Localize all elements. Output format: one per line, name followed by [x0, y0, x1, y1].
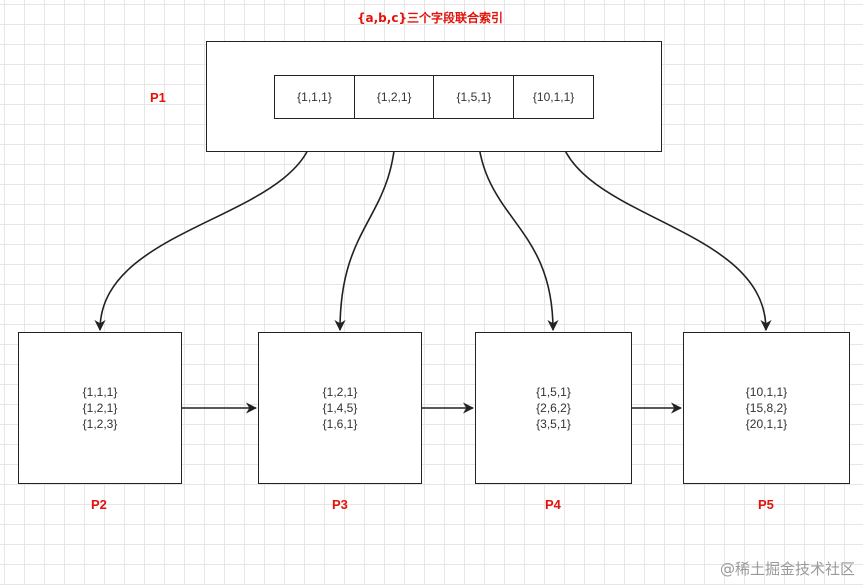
leaf-row: {15,8,2}: [745, 401, 788, 415]
leaf-page-label-p2: P2: [91, 497, 107, 512]
leaf-page-p5: {10,1,1} {15,8,2} {20,1,1}: [683, 332, 850, 484]
leaf-row: {1,2,3}: [82, 417, 118, 431]
leaf-page-label-p5: P5: [758, 497, 774, 512]
leaf-row: {1,5,1}: [536, 385, 571, 399]
leaf-page-p4: {1,5,1} {2,6,2} {3,5,1}: [475, 332, 632, 484]
root-key: {10,1,1}: [513, 75, 595, 119]
leaf-row: {1,6,1}: [322, 417, 358, 431]
leaf-row: {20,1,1}: [745, 417, 788, 431]
diagram-title: {a,b,c}三个字段联合索引: [356, 11, 503, 25]
pointer-p1-to-p3: [334, 120, 397, 332]
leaf-row: {2,6,2}: [536, 401, 571, 415]
leaf-page-label-p4: P4: [545, 497, 561, 512]
pointer-p1-to-p2: [94, 120, 316, 332]
root-key: {1,1,1}: [274, 75, 355, 119]
pointer-p1-to-p5: [557, 120, 772, 332]
leaf-page-p3: {1,2,1} {1,4,5} {1,6,1}: [258, 332, 422, 484]
root-page-label: P1: [150, 90, 166, 105]
pointer-p1-to-p4: [476, 120, 559, 332]
leaf-page-label-p3: P3: [332, 497, 348, 512]
leaf-row: {10,1,1}: [745, 385, 788, 399]
leaf-page-p2: {1,1,1} {1,2,1} {1,2,3}: [18, 332, 182, 484]
watermark: @稀土掘金技术社区: [719, 560, 855, 578]
leaf-row: {3,5,1}: [536, 417, 571, 431]
root-key: {1,5,1}: [433, 75, 515, 119]
root-key: {1,2,1}: [353, 75, 435, 119]
root-key-list: {1,1,1} {1,2,1} {1,5,1} {10,1,1}: [274, 75, 595, 119]
leaf-row: {1,2,1}: [82, 401, 118, 415]
leaf-row: {1,2,1}: [322, 385, 358, 399]
leaf-row: {1,1,1}: [82, 385, 118, 399]
leaf-row: {1,4,5}: [322, 401, 358, 415]
